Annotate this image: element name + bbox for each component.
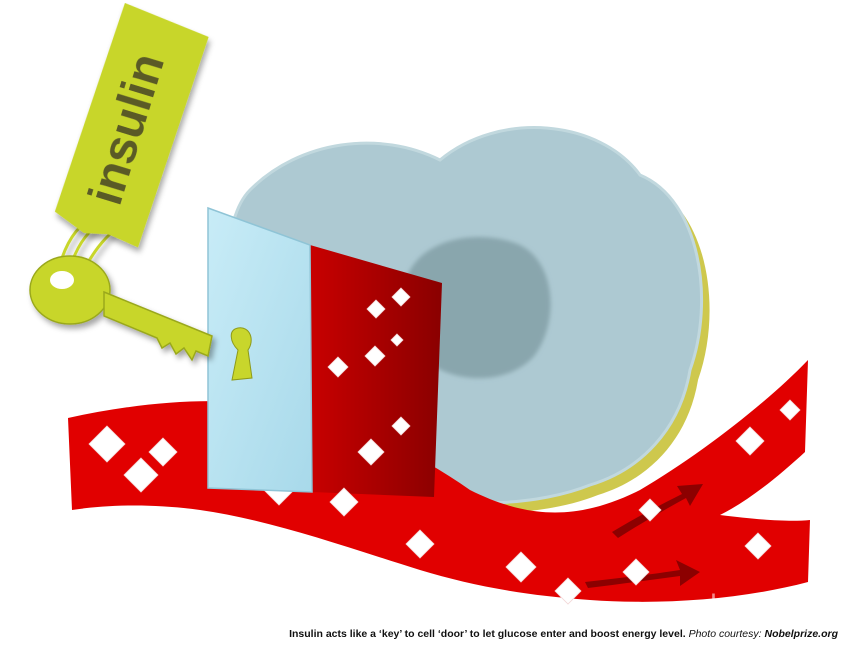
- glucose-molecule: [779, 399, 801, 421]
- glucose-molecule: [638, 498, 662, 522]
- insulin-key: [29, 214, 213, 362]
- glucose-molecule: [622, 558, 650, 586]
- door-opening: [310, 245, 442, 497]
- glucose-molecule: [327, 356, 349, 378]
- glucose-molecule: [329, 487, 359, 517]
- glucose-molecule: [554, 577, 582, 605]
- glucose-molecule: [505, 551, 537, 583]
- caption-main: Insulin acts like a ‘key’ to cell ‘door’…: [289, 628, 686, 640]
- glucose-molecule: [391, 416, 411, 436]
- insulin-tag: insulin: [54, 2, 209, 248]
- key-blade: [103, 290, 213, 362]
- caption: Insulin acts like a ‘key’ to cell ‘door’…: [289, 628, 838, 640]
- door-panel: [207, 206, 313, 493]
- watermark: Londoni: [710, 588, 810, 618]
- glucose-molecules: [88, 287, 801, 605]
- glucose-molecule: [88, 425, 126, 463]
- vessel-arrow-right: [585, 560, 700, 588]
- glucose-molecule: [735, 426, 765, 456]
- glucose-molecule: [391, 287, 411, 307]
- keyhole-icon: [230, 327, 253, 381]
- tag-card: [54, 2, 209, 248]
- glucose-molecule: [366, 299, 386, 319]
- glucose-molecule: [405, 529, 435, 559]
- caption-credit: Photo courtesy:: [688, 628, 762, 640]
- cell-door: [207, 206, 313, 493]
- key-bow: [29, 255, 111, 325]
- glucose-molecule: [364, 345, 386, 367]
- glucose-molecule: [148, 437, 178, 467]
- glucose-molecule: [744, 532, 772, 560]
- key-bow-hole: [50, 271, 74, 289]
- glucose-molecule: [390, 333, 404, 347]
- glucose-molecule: [357, 438, 385, 466]
- glucose-molecule: [123, 457, 159, 493]
- caption-source: Nobelprize.org: [764, 628, 838, 640]
